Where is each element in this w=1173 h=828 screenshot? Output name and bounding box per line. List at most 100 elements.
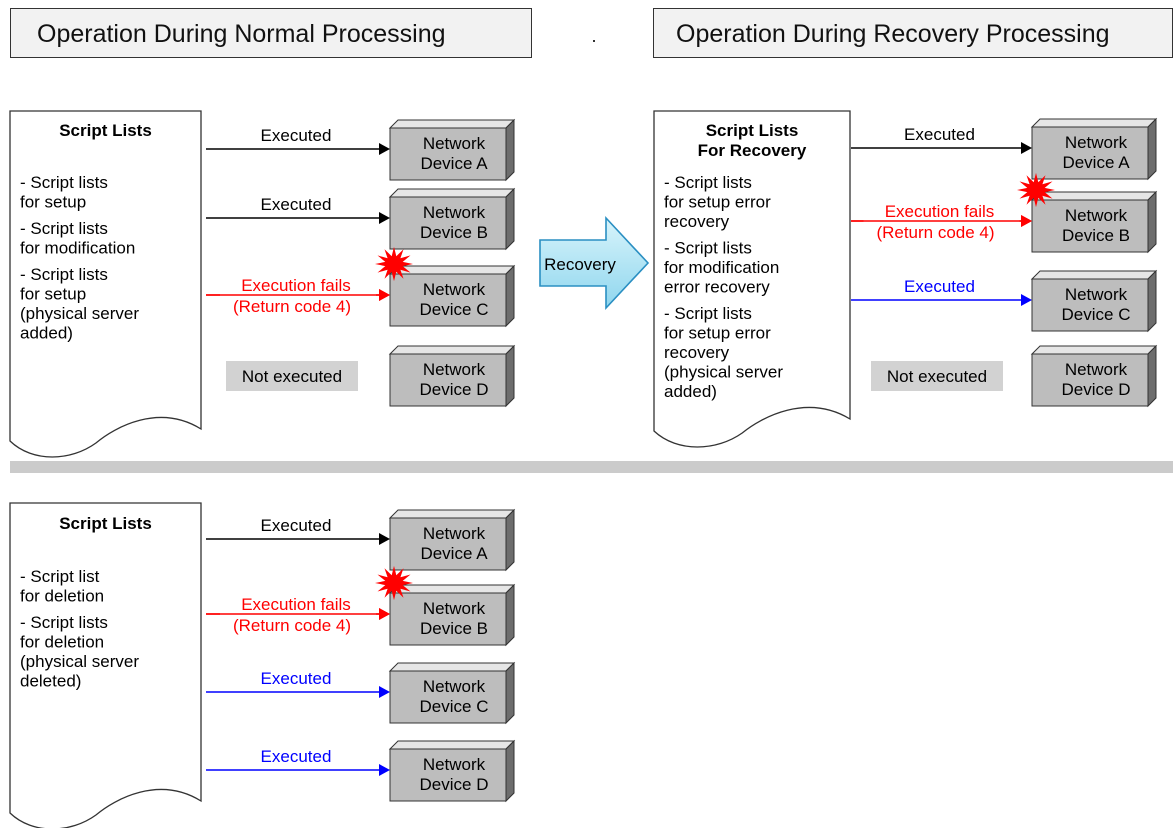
- device-front-face: [389, 273, 507, 327]
- device-top-face: [1030, 118, 1158, 128]
- recovery-script-list-item: (physical server: [664, 363, 783, 382]
- recovery-failure-burst: [1017, 172, 1055, 208]
- normal-execution-arrow: [206, 143, 390, 155]
- recovery-script-list-item: for setup error: [664, 193, 771, 212]
- normal-not-executed-badge: [226, 361, 358, 391]
- arrowhead: [379, 608, 390, 620]
- deletion-script-list-item: (physical server: [20, 652, 139, 671]
- deletion-execution-arrow: [206, 764, 390, 776]
- normal-script-list-item: for modification: [20, 239, 135, 258]
- normal-status-label: Executed: [261, 195, 332, 214]
- normal-execution-arrow: [206, 212, 390, 224]
- device-name-line-2: Device D: [420, 775, 489, 794]
- deletion-status-label: Executed: [261, 516, 332, 535]
- deletion-script-list-item: - Script lists: [20, 613, 108, 632]
- device-top-face: [1030, 270, 1158, 280]
- arrowhead: [1021, 142, 1032, 154]
- recovery-status-label: Not executed: [887, 367, 987, 386]
- device-top-face: [388, 662, 516, 672]
- device-name-line-1: Network: [1065, 360, 1128, 379]
- device-side-face: [1147, 117, 1157, 181]
- device-front-face: [389, 670, 507, 724]
- recovery-execution-arrow: [851, 142, 1032, 154]
- device-front-face: [389, 127, 507, 181]
- recovery-script-list-item: - Script lists: [664, 173, 752, 192]
- arrowhead: [1021, 294, 1032, 306]
- device-top-face: [388, 265, 516, 275]
- normal-script-list-item: - Script lists: [20, 265, 108, 284]
- recovery-status-label: Execution fails: [885, 202, 995, 221]
- deletion-execution-arrow: [206, 533, 390, 545]
- device-name-line-2: Device A: [420, 544, 488, 563]
- arrowhead: [379, 533, 390, 545]
- device-top-face: [388, 188, 516, 198]
- device-name-line-2: Device A: [1062, 153, 1130, 172]
- recovery-script-list-item: for setup error: [664, 324, 771, 343]
- recovery-return-code-label: (Return code 4): [876, 223, 994, 242]
- deletion-script-list-item: - Script list: [20, 567, 100, 586]
- normal-script-list-item: - Script lists: [20, 173, 108, 192]
- device-top-face: [388, 584, 516, 594]
- device-side-face: [505, 118, 515, 182]
- device-side-face: [1147, 190, 1157, 254]
- device-name-line-1: Network: [423, 360, 486, 379]
- device-side-face: [505, 739, 515, 803]
- recovery-script-list-item: recovery: [664, 212, 730, 231]
- deletion-execution-arrow: [206, 686, 390, 698]
- header-recovery-processing: Operation During Recovery Processing: [653, 8, 1173, 58]
- normal-script-list-item: added): [20, 324, 73, 343]
- device-name-line-1: Network: [423, 677, 486, 696]
- device-front-face: [389, 196, 507, 250]
- device-top-face: [388, 345, 516, 355]
- device-name-line-2: Device C: [420, 697, 489, 716]
- device-top-face: [388, 740, 516, 750]
- device-side-face: [505, 583, 515, 647]
- device-top-face: [1030, 191, 1158, 201]
- recovery-block-arrow: Recovery: [539, 215, 650, 311]
- device-name-line-2: Device D: [1062, 380, 1131, 399]
- device-front-face: [1031, 278, 1149, 332]
- device-name-line-1: Network: [423, 755, 486, 774]
- arrowhead: [379, 289, 390, 301]
- normal-execution-arrow-front: [206, 289, 390, 301]
- normal-script-list-title: Script Lists: [59, 121, 152, 140]
- arrowhead: [379, 764, 390, 776]
- deletion-execution-arrow-front: [206, 608, 390, 620]
- device-side-face: [505, 508, 515, 572]
- recovery-script-list-item: - Script lists: [664, 239, 752, 258]
- normal-script-list-item: - Script lists: [20, 219, 108, 238]
- arrowhead: [1021, 215, 1032, 227]
- normal-return-code-label: (Return code 4): [233, 297, 351, 316]
- deletion-script-list-item: deleted): [20, 672, 81, 691]
- normal-script-list-item: for setup: [20, 285, 86, 304]
- device-side-face: [505, 264, 515, 328]
- device-name-line-2: Device D: [420, 380, 489, 399]
- arrowhead: [379, 686, 390, 698]
- normal-status-label: Executed: [261, 126, 332, 145]
- normal-failure-burst: [375, 246, 413, 282]
- normal-script-list-item: for setup: [20, 193, 86, 212]
- device-front-face: [1031, 199, 1149, 253]
- stray-dot: [593, 40, 595, 42]
- recovery-script-list-document: [653, 110, 851, 448]
- recovery-script-list-item: error recovery: [664, 278, 770, 297]
- device-top-face: [388, 509, 516, 519]
- recovery-status-label: Executed: [904, 277, 975, 296]
- device-name-line-2: Device B: [420, 619, 488, 638]
- device-name-line-1: Network: [423, 203, 486, 222]
- recovery-script-list-title: Script Lists: [706, 121, 799, 140]
- device-side-face: [505, 187, 515, 251]
- device-front-face: [389, 592, 507, 646]
- deletion-script-list-item: for deletion: [20, 587, 104, 606]
- recovery-execution-arrow: [851, 294, 1032, 306]
- device-name-line-2: Device C: [1062, 305, 1131, 324]
- recovery-script-list-item: recovery: [664, 343, 730, 362]
